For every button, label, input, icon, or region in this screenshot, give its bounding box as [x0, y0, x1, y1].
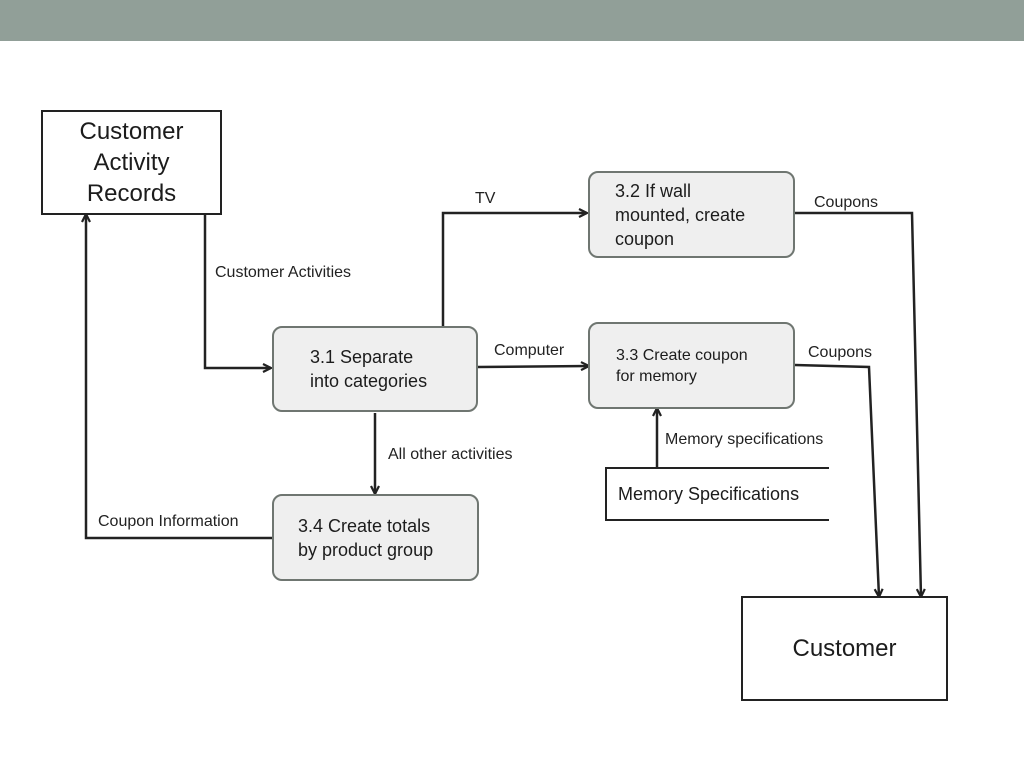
arrow-coupons-from-3-3	[794, 363, 879, 597]
arrow-coupons-from-3-2	[795, 211, 921, 597]
flow-label-memory-specifications: Memory specifications	[665, 431, 824, 448]
data-store-memory-specifications: Memory Specifications	[605, 467, 829, 521]
process-3-1-line-2: into categories	[310, 371, 428, 391]
process-3-4-line-1: 3.4 Create totals	[298, 515, 431, 536]
process-3-3-line-1: 3.3 Create coupon	[616, 346, 748, 364]
flow-label-all-other-activities: All other activities	[388, 446, 513, 463]
process-3-2-line-3: coupon	[615, 228, 675, 249]
arrow-computer	[477, 366, 589, 367]
flow-label-tv: TV	[475, 190, 496, 207]
entity-line-1: Customer	[79, 118, 184, 145]
flow-label-coupons-from-3-2: Coupons	[814, 194, 879, 211]
entity-line-2: Activity	[93, 149, 170, 176]
entity-customer-label: Customer	[792, 634, 897, 662]
flow-label-coupon-information: Coupon Information	[98, 513, 239, 530]
entity-customer: Customer	[741, 596, 948, 701]
data-store-label: Memory Specifications	[618, 483, 800, 504]
process-3-2: 3.2 If wall mounted, create coupon	[588, 171, 795, 258]
entity-line-3: Records	[86, 180, 177, 207]
entity-customer-activity-records: Customer Activity Records	[41, 110, 222, 215]
process-3-3: 3.3 Create coupon for memory	[588, 322, 795, 409]
header-bar	[0, 0, 1024, 41]
process-3-2-line-2: mounted, create	[615, 204, 746, 225]
process-3-1-line-1: 3.1 Separate	[310, 347, 414, 367]
process-3-3-line-2: for memory	[616, 367, 697, 385]
arrow-customer-activities	[203, 214, 271, 368]
arrow-tv	[441, 213, 587, 327]
process-3-2-line-1: 3.2 If wall	[615, 180, 692, 201]
flow-label-coupons-from-3-3: Coupons	[808, 344, 873, 361]
process-3-1: 3.1 Separate into categories	[272, 326, 478, 412]
process-3-4-line-2: by product group	[298, 539, 434, 560]
arrow-coupon-information	[86, 214, 272, 540]
flow-label-customer-activities: Customer Activities	[215, 264, 352, 281]
flow-label-computer: Computer	[494, 342, 565, 359]
process-3-4: 3.4 Create totals by product group	[272, 494, 479, 581]
